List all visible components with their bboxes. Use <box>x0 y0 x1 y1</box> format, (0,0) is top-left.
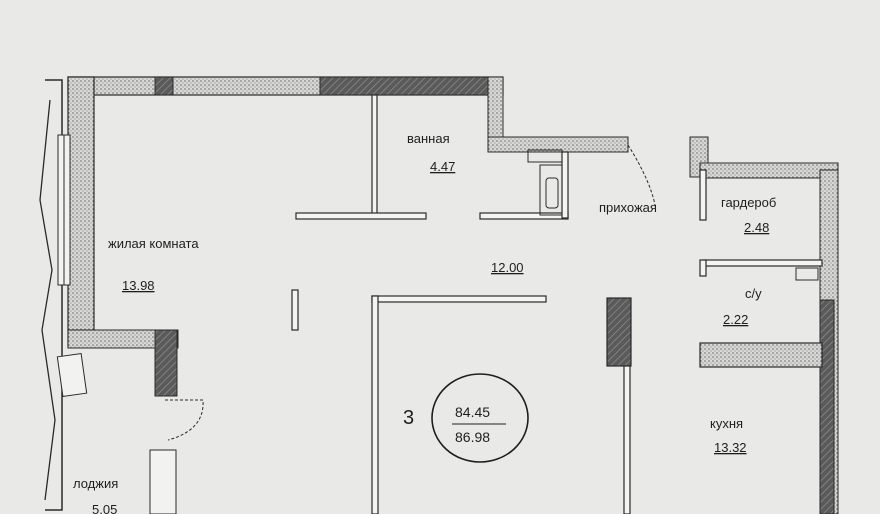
kitchen-left-wall <box>371 295 379 514</box>
loggia-area: 5.05 <box>92 502 117 514</box>
living-wall-stub <box>291 289 299 331</box>
wc-area: 2.22 <box>723 312 748 327</box>
interior-walls <box>291 94 823 514</box>
wardrobe-left-wall <box>699 169 707 221</box>
bath-right-stub <box>561 151 569 219</box>
wc-bottom-wall <box>699 342 823 368</box>
kitchen-area: 13.32 <box>714 440 747 455</box>
bath-bottom-wall-right <box>479 212 569 220</box>
wc-left-wall <box>699 259 707 277</box>
bath-fixtures <box>527 149 819 281</box>
loggia-label: лоджия <box>73 476 118 491</box>
bathroom-area: 4.47 <box>430 159 455 174</box>
wardrobe-bottom-wall <box>703 259 823 267</box>
bath-left-wall <box>371 94 378 216</box>
wardrobe-area: 2.48 <box>744 220 769 235</box>
apartment-summary: 3 84.45 86.98 <box>403 373 529 463</box>
hall-column <box>606 297 632 367</box>
wc-label: с/у <box>745 286 762 301</box>
top-wall-step <box>487 76 504 138</box>
bathroom-label: ванная <box>407 131 450 146</box>
top-wall-dark-segment <box>319 76 504 96</box>
right-wall-dark <box>819 299 835 514</box>
living-room-label: жилая комната <box>108 236 199 251</box>
window-frames <box>39 79 177 514</box>
living-bottom-wall <box>67 329 179 349</box>
area-badge-circle <box>431 373 529 463</box>
wardrobe-label: гардероб <box>721 195 776 210</box>
area-living: 84.45 <box>455 404 490 420</box>
kitchen-top-wall <box>371 295 547 303</box>
rooms-count: 3 <box>403 407 414 429</box>
area-total: 86.98 <box>455 429 490 445</box>
living-room-area: 13.98 <box>122 278 155 293</box>
left-wall <box>67 76 95 348</box>
door-swings <box>165 144 656 441</box>
kitchen-right-inner <box>623 365 631 514</box>
kitchen-label: кухня <box>710 416 743 431</box>
bath-bottom-wall-left <box>295 212 427 220</box>
hallway-area: 12.00 <box>491 260 524 275</box>
column <box>154 329 178 397</box>
top-wall-dark-segment <box>154 76 174 96</box>
hallway-label: прихожая <box>599 200 657 215</box>
wardrobe-top-wall <box>699 162 839 179</box>
exterior-walls <box>67 76 839 514</box>
room-labels: жилая комната 13.98 ванная 4.47 прихожая… <box>73 131 776 514</box>
bath-top-wall <box>487 136 629 153</box>
